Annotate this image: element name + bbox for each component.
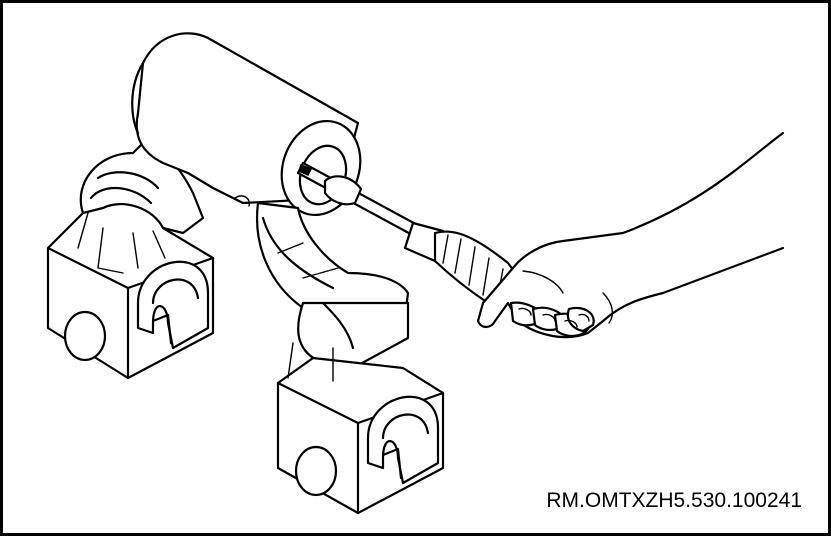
figure-reference-code: RM.OMTXZH5.530.100241: [546, 489, 802, 512]
rocker-arm-shaft-illustration: [46, 32, 785, 515]
right-rocker-arm: [256, 201, 445, 515]
rocker-shaft: [131, 32, 362, 217]
left-rocker-arm: [46, 141, 215, 380]
hand: [476, 131, 785, 339]
